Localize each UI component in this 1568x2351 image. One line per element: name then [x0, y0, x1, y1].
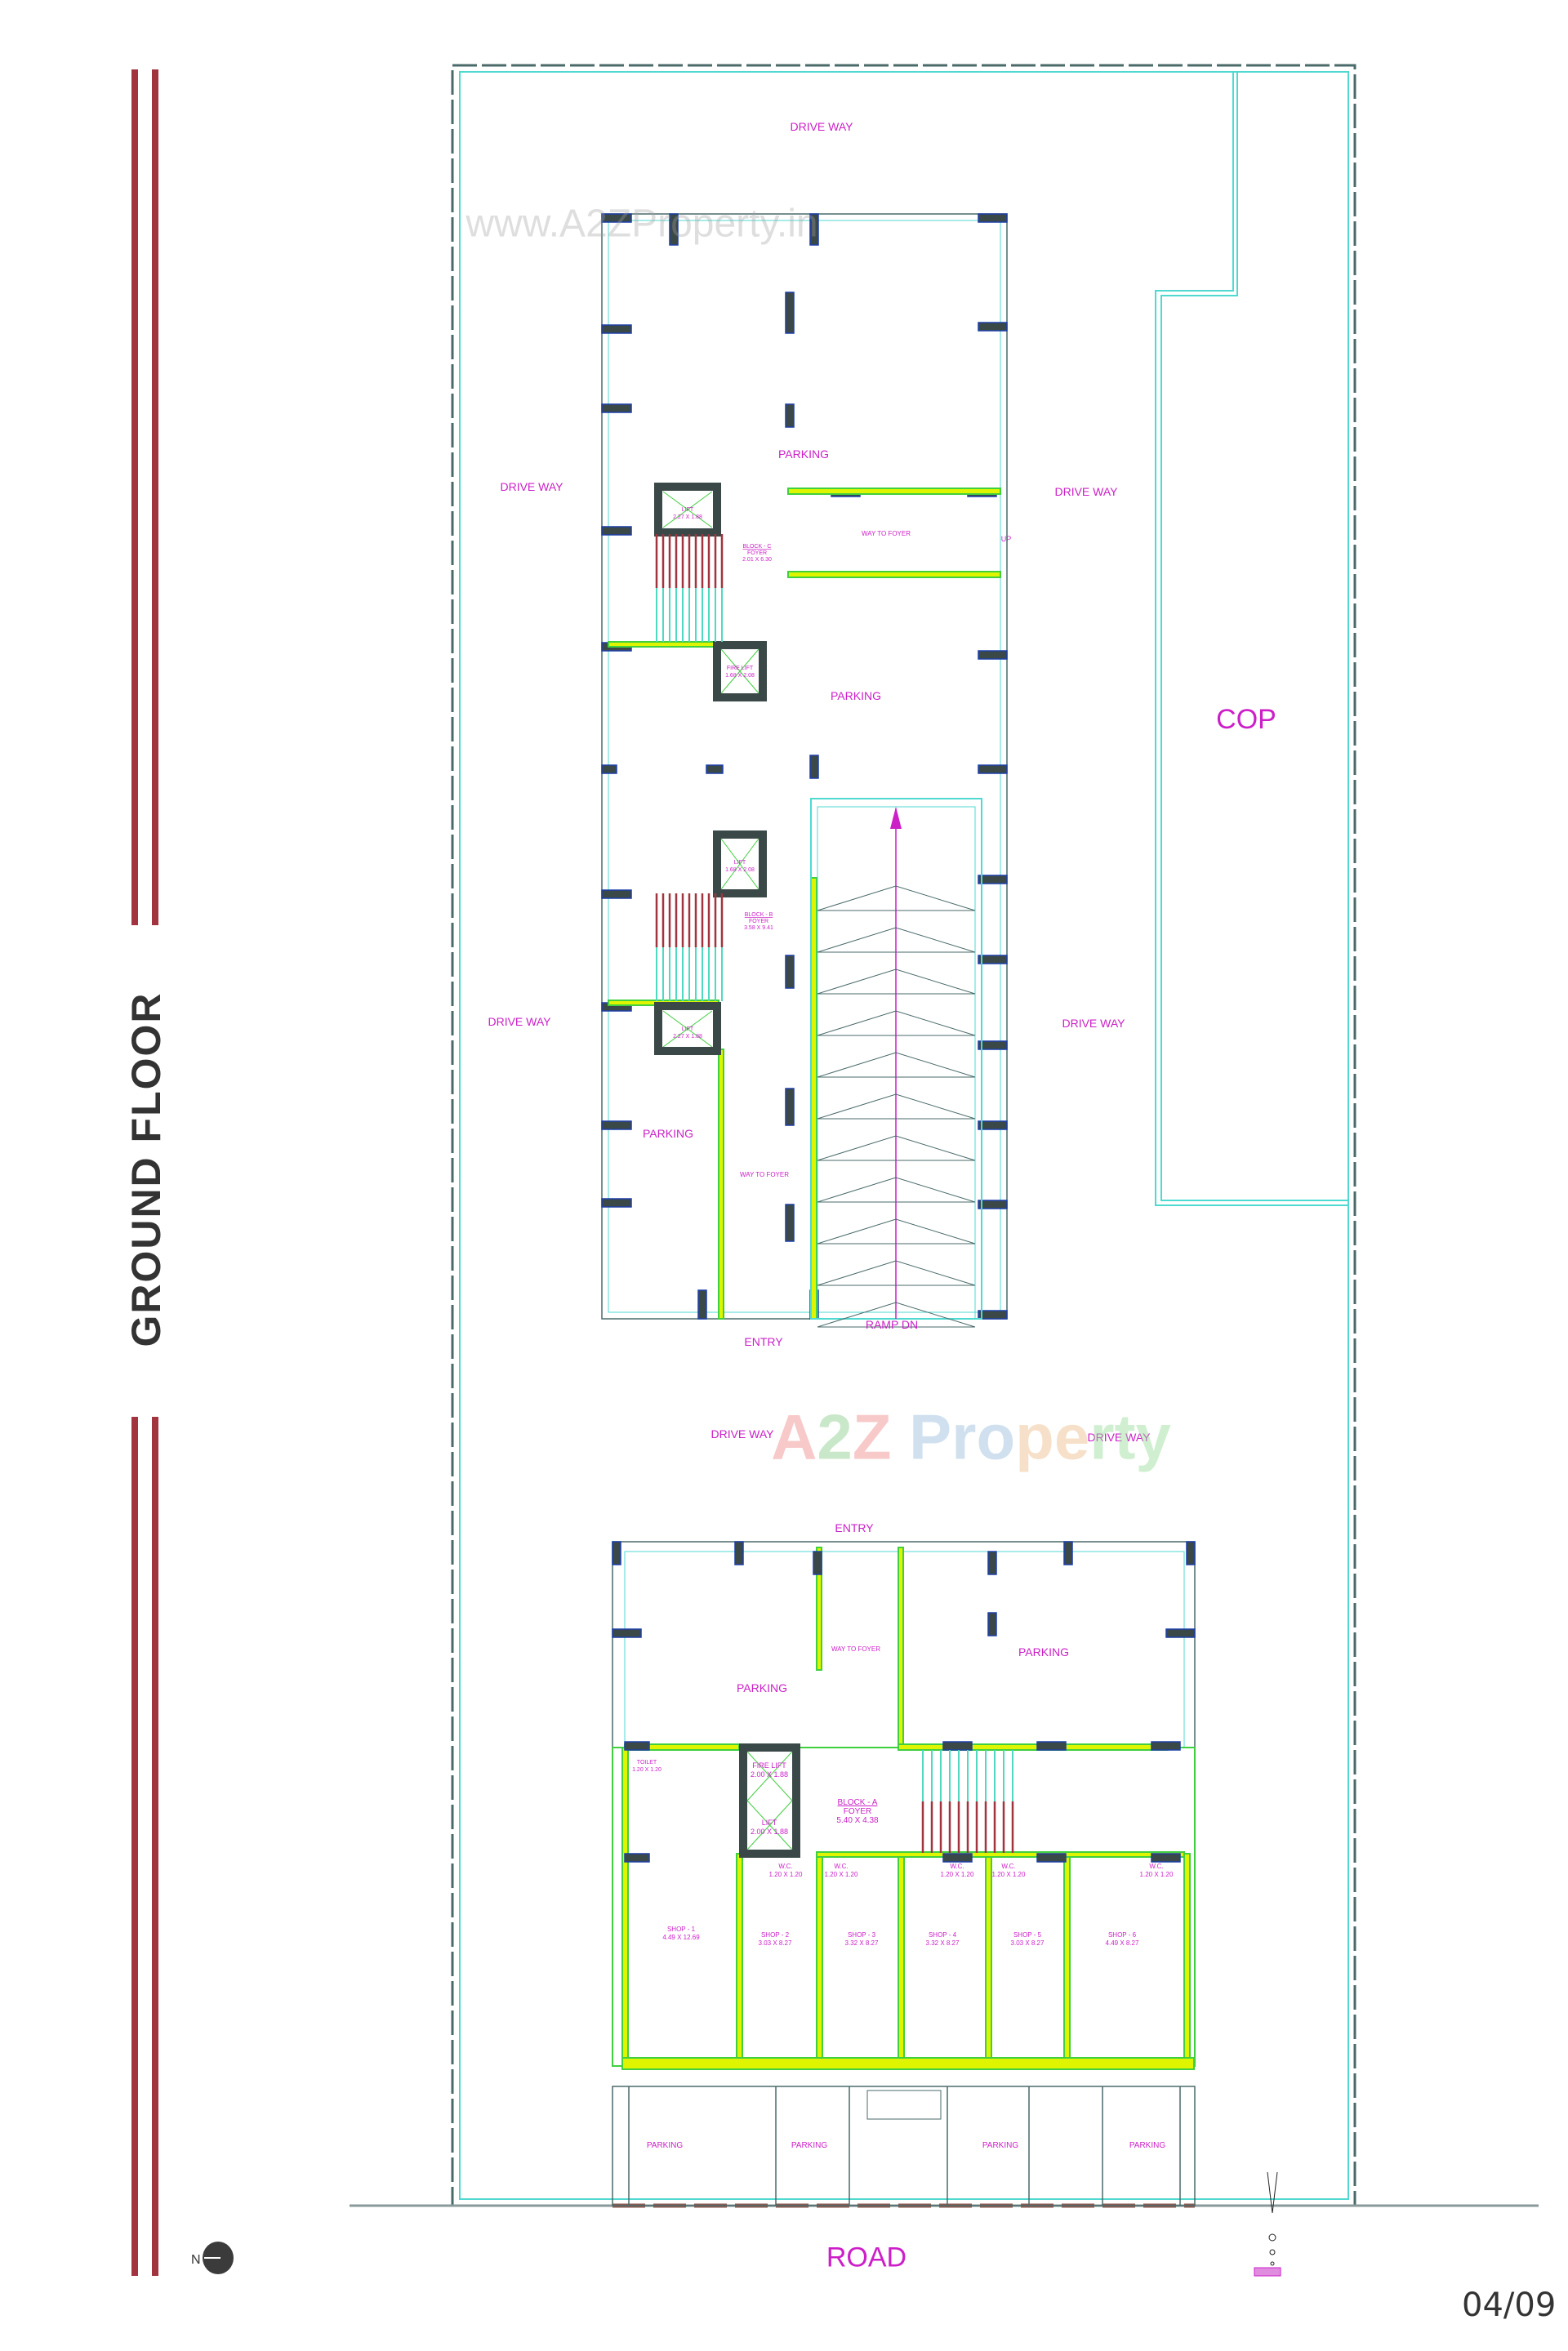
ramp-slope-line	[817, 968, 976, 995]
parking-label: PARKING	[1018, 1645, 1069, 1659]
lift-label-size: 2.27 X 1.88	[673, 1034, 702, 1040]
lift-label-size: 1.68 X 2.08	[725, 867, 755, 873]
wc-label-size: 1.20 X 1.20	[769, 1871, 803, 1878]
ramp-slope-line	[817, 1302, 976, 1328]
stair-block-b	[655, 893, 724, 1001]
shop-label-size: 3.32 X 8.27	[926, 1939, 960, 1947]
ramp-label: RAMP DN	[866, 1318, 918, 1331]
up-label: UP	[1001, 535, 1012, 543]
parking-label: PARKING	[737, 1681, 787, 1694]
wc-label-size: 1.20 X 1.20	[1140, 1871, 1174, 1878]
ramp-slope-line	[817, 1135, 976, 1161]
toilet-label-size: 1.20 X 1.20	[632, 1767, 662, 1773]
wc-label: W.C.	[778, 1863, 792, 1870]
block-name: BLOCK - B	[745, 912, 773, 918]
wc-label: W.C.	[1149, 1863, 1163, 1870]
parking-label: PARKING	[791, 2141, 827, 2150]
lift-label: LIFT	[682, 1026, 694, 1032]
block-name: BLOCK - C	[742, 544, 771, 550]
ramp-slope-line	[817, 927, 976, 953]
way-to-foyer-label: WAY TO FOYER	[831, 1645, 880, 1653]
shop-label-size: 4.49 X 12.69	[662, 1934, 700, 1941]
shop-label: SHOP - 5	[1013, 1931, 1042, 1939]
lower-building	[612, 1541, 1196, 2206]
side-bars	[131, 69, 158, 2276]
watermark-url: www.A2ZProperty.in	[466, 202, 818, 246]
entry-arrow-icon	[1254, 2171, 1281, 2277]
lift-label: LIFT	[734, 860, 746, 866]
fire-lift-label: FIRE LIFT	[727, 666, 754, 671]
shop-label: SHOP - 2	[761, 1931, 790, 1939]
wc-label-size: 1.20 X 1.20	[992, 1871, 1026, 1878]
wc-label-size: 1.20 X 1.20	[941, 1871, 974, 1878]
block-size: 3.58 X 9.41	[744, 925, 773, 931]
stair-block-a	[921, 1750, 1014, 1853]
page-number: 04/09	[1462, 2286, 1557, 2324]
toilet-label: TOILET	[637, 1760, 657, 1765]
ramp-slope-line	[817, 1260, 976, 1286]
way-to-foyer-label: WAY TO FOYER	[740, 1171, 789, 1178]
parking-label: PARKING	[831, 689, 881, 702]
driveway-label: DRIVE WAY	[488, 1015, 551, 1028]
parking-label: PARKING	[643, 1127, 693, 1140]
driveway-label: DRIVE WAY	[500, 480, 564, 493]
driveway-label: DRIVE WAY	[1087, 1431, 1151, 1444]
shop-label: SHOP - 6	[1108, 1931, 1137, 1939]
parking-label: PARKING	[647, 2141, 683, 2150]
lift-label-size: 2.27 X 1.88	[673, 514, 702, 520]
ramp	[810, 798, 982, 1328]
page-title: GROUND FLOOR	[123, 991, 169, 1347]
block-room: FOYER	[747, 550, 767, 556]
north-compass-icon: N	[191, 2242, 234, 2274]
shop-label-size: 3.03 X 8.27	[1011, 1939, 1045, 1947]
ramp-slope-line	[817, 1010, 976, 1036]
watermark-logo: A2Z Property	[771, 1400, 1171, 1473]
block-size: 5.40 X 4.38	[836, 1816, 879, 1825]
room-labels: DRIVE WAY DRIVE WAY DRIVE WAY DRIVE WAY DRIV…	[488, 120, 1276, 2150]
lift-label: LIFT	[682, 507, 694, 513]
entry-label: ENTRY	[744, 1335, 783, 1348]
driveway-label: DRIVE WAY	[1062, 1017, 1125, 1030]
shop-label: SHOP - 1	[667, 1926, 696, 1933]
wc-label-size: 1.20 X 1.20	[825, 1871, 858, 1878]
cop-area	[1155, 71, 1349, 1206]
parking-label: PARKING	[982, 2141, 1018, 2150]
ramp-slope-line	[817, 1093, 976, 1120]
driveway-label: DRIVE WAY	[1054, 485, 1118, 498]
parking-label: PARKING	[778, 447, 829, 461]
plot-boundary	[451, 64, 1356, 2207]
north-label: N	[191, 2253, 201, 2267]
cop-label: COP	[1216, 704, 1276, 735]
wc-label: W.C.	[834, 1863, 848, 1870]
road-label: ROAD	[826, 2242, 907, 2273]
shop-label-size: 4.49 X 8.27	[1106, 1939, 1139, 1947]
driveway-label: DRIVE WAY	[710, 1427, 774, 1440]
entry-label: ENTRY	[835, 1521, 874, 1534]
lift-label: LIFT	[762, 1819, 777, 1827]
lift-label-size: 2.00 X 1.88	[751, 1828, 788, 1836]
way-to-foyer-label: WAY TO FOYER	[862, 530, 911, 537]
driveway-label: DRIVE WAY	[790, 120, 853, 133]
wc-label: W.C.	[1001, 1863, 1015, 1870]
ramp-slope-line	[817, 1218, 976, 1245]
ramp-slope-line	[817, 1177, 976, 1203]
block-room: FOYER	[844, 1807, 871, 1816]
shop-label-size: 3.03 X 8.27	[759, 1939, 792, 1947]
ramp-slope-line	[817, 1052, 976, 1078]
shop-label: SHOP - 4	[929, 1931, 957, 1939]
fire-lift-label-size: 1.68 X 2.08	[725, 673, 755, 679]
wc-label: W.C.	[950, 1863, 964, 1870]
shop-label: SHOP - 3	[848, 1931, 876, 1939]
upper-building	[601, 213, 1008, 1328]
fire-lift-label: FIRE LIFT	[752, 1761, 786, 1770]
parking-label: PARKING	[1129, 2141, 1165, 2150]
ramp-slope-line	[817, 885, 976, 911]
block-size: 2.01 X 6.30	[742, 557, 772, 563]
stair-block-c	[655, 534, 724, 642]
shop-label-size: 3.32 X 8.27	[845, 1939, 879, 1947]
block-room: FOYER	[749, 919, 768, 924]
fire-lift-label-size: 2.00 X 1.88	[751, 1770, 788, 1779]
block-name: BLOCK - A	[838, 1798, 878, 1807]
